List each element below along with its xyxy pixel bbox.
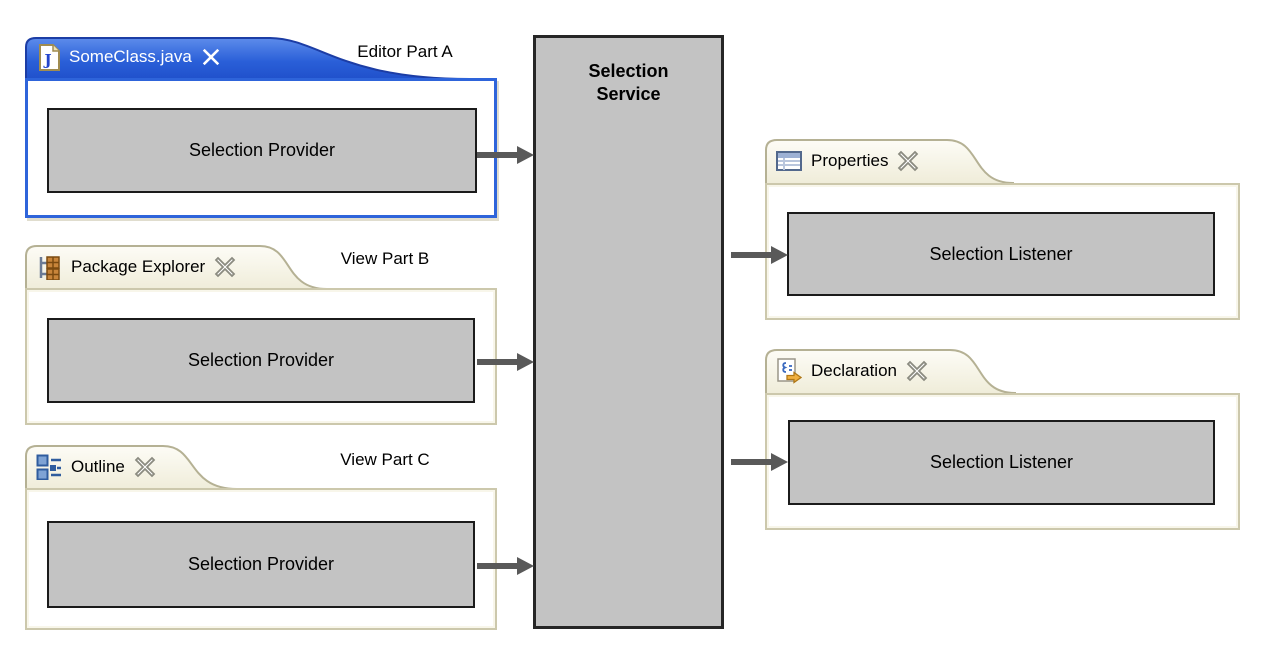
declaration-icon	[777, 358, 802, 384]
arrow-view-c-to-service	[477, 557, 534, 575]
arrow-service-to-properties	[731, 246, 788, 264]
editor-tab-label: SomeClass.java	[69, 47, 192, 66]
java-file-icon: J	[38, 43, 60, 71]
properties-icon	[776, 151, 802, 171]
annotation-editor-part-a: Editor Part A	[357, 42, 453, 61]
package-explorer-icon	[39, 256, 60, 280]
outline-icon	[36, 454, 61, 480]
view-tab-label: Declaration	[811, 361, 897, 380]
selection-provider-box-c: Selection Provider	[47, 521, 475, 608]
view-tab-shape-declaration[interactable]	[765, 347, 1017, 395]
view-tab-properties[interactable]: Properties	[776, 146, 919, 176]
selection-listener-box-declaration: Selection Listener	[788, 420, 1215, 505]
selection-provider-box-a: Selection Provider	[47, 108, 477, 193]
arrow-view-b-to-service	[477, 353, 534, 371]
selection-listener-label: Selection Listener	[929, 452, 1074, 472]
view-tab-shape-outline[interactable]	[25, 443, 255, 491]
selection-provider-box-b: Selection Provider	[47, 318, 475, 403]
view-tab-label: Properties	[811, 151, 889, 170]
selection-service-label-line1: Selection	[588, 61, 669, 81]
view-tab-package-explorer[interactable]: Package Explorer	[36, 252, 236, 282]
close-icon[interactable]	[201, 47, 221, 67]
arrow-service-to-declaration	[731, 453, 788, 471]
view-tab-shape-properties[interactable]	[765, 137, 1015, 185]
close-icon[interactable]	[906, 360, 928, 382]
view-tab-shape-package-explorer[interactable]	[25, 243, 335, 291]
close-icon[interactable]	[134, 456, 156, 478]
selection-listener-box-properties: Selection Listener	[787, 212, 1215, 296]
view-tab-label: Outline	[71, 457, 125, 476]
annotation-view-part-b: View Part B	[340, 249, 430, 268]
svg-text:J: J	[42, 51, 51, 69]
arrow-editor-a-to-service	[477, 146, 534, 164]
selection-listener-label: Selection Listener	[929, 243, 1073, 264]
selection-provider-label: Selection Provider	[188, 140, 336, 160]
editor-tab-shape[interactable]	[25, 35, 485, 81]
close-icon[interactable]	[897, 150, 919, 172]
close-icon[interactable]	[214, 256, 236, 278]
view-tab-declaration[interactable]: Declaration	[776, 356, 928, 386]
view-tab-outline[interactable]: Outline	[36, 452, 156, 482]
selection-provider-label: Selection Provider	[187, 350, 335, 370]
editor-tab-someclass[interactable]: J SomeClass.java	[38, 42, 221, 72]
selection-service-box: Selection Service	[533, 35, 724, 629]
view-tab-label: Package Explorer	[71, 257, 206, 276]
selection-service-label-line2: Service	[596, 84, 661, 104]
selection-provider-label: Selection Provider	[187, 554, 335, 574]
annotation-view-part-c: View Part C	[340, 450, 430, 469]
